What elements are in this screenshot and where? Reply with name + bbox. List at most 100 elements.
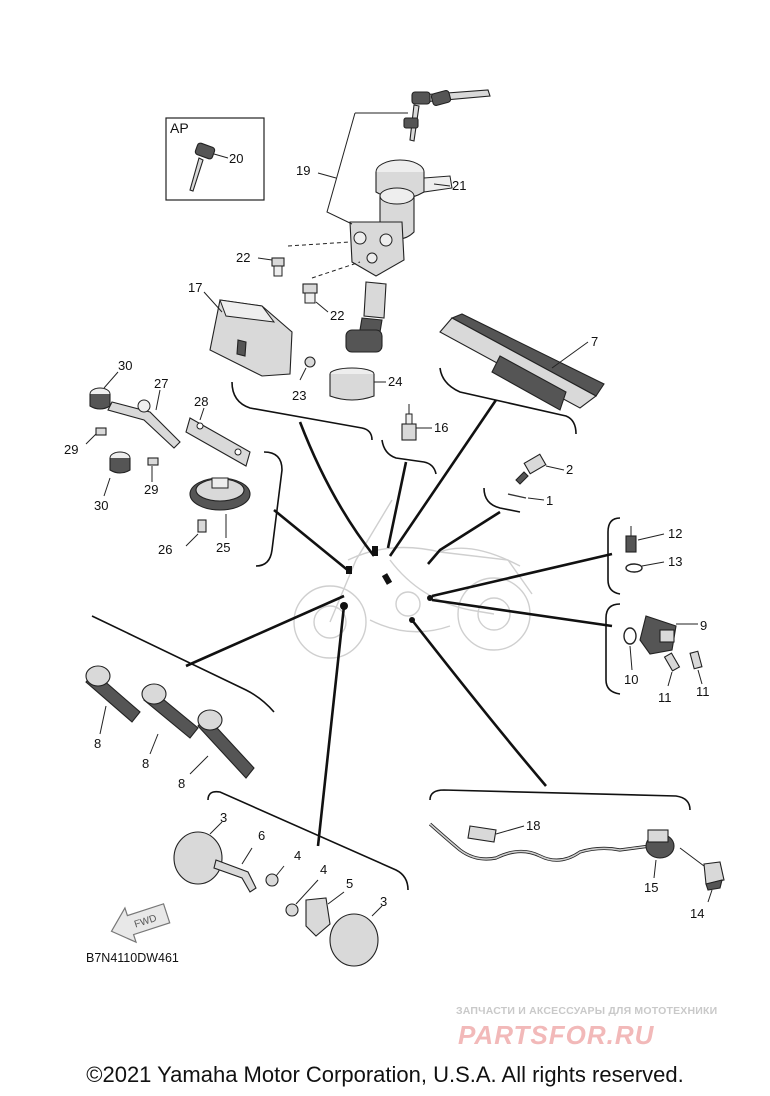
callout-30b: 30 — [94, 498, 108, 513]
bracket-group-16 — [381, 439, 437, 475]
callout-22a: 22 — [236, 250, 250, 265]
callout-25: 25 — [216, 540, 230, 555]
sensor-12-icon — [625, 526, 637, 553]
o-ring-10-icon — [623, 627, 637, 645]
main-switch-assembly: 19 21 22 22 — [236, 89, 491, 353]
reflector-3a-icon — [173, 831, 223, 885]
bolt-22a-icon — [271, 257, 285, 277]
callout-23: 23 — [292, 388, 306, 403]
rubber-30a-icon — [89, 387, 111, 410]
watermark-logo: PARTSFOR.RU — [458, 1020, 655, 1050]
callout-13: 13 — [668, 554, 682, 569]
clamp-18-icon — [467, 825, 497, 843]
bracket-group-9-11 — [605, 603, 621, 695]
screw-23-icon — [304, 356, 316, 368]
callout-8c: 8 — [178, 776, 185, 791]
clip-1-icon — [507, 493, 527, 499]
switch-15-icon — [645, 829, 675, 859]
switch-body-icon — [345, 281, 387, 353]
bolt-26-icon — [197, 519, 207, 533]
bracket-27-icon — [107, 399, 181, 449]
gasket-13-icon — [625, 563, 643, 573]
callout-10: 10 — [624, 672, 638, 687]
callout-16: 16 — [434, 420, 448, 435]
stay-28-icon — [185, 417, 251, 467]
bracket-group-switch — [231, 381, 373, 441]
location-marks — [340, 546, 433, 623]
ap-inset: AP 20 — [165, 117, 265, 201]
handlebar-switch-8a-icon — [85, 665, 141, 723]
callout-30a: 30 — [118, 358, 132, 373]
callout-26: 26 — [158, 542, 172, 557]
sensor-2-icon — [515, 453, 547, 485]
bolt-29b-icon — [147, 457, 159, 466]
callout-27: 27 — [154, 376, 168, 391]
callout-6: 6 — [258, 828, 265, 843]
sensor-16-icon — [401, 404, 417, 441]
bracket-group-meter — [439, 367, 577, 435]
callout-14: 14 — [690, 906, 704, 921]
sensor-9-icon — [639, 615, 677, 655]
callout-8b: 8 — [142, 756, 149, 771]
handlebar-switch-8b-icon — [141, 683, 199, 739]
nut-4b-icon — [285, 903, 299, 917]
bolt-11a-icon — [663, 652, 681, 672]
rubber-30b-icon — [109, 451, 131, 474]
callout-15: 15 — [644, 880, 658, 895]
callout-28: 28 — [194, 394, 208, 409]
callout-2: 2 — [566, 462, 573, 477]
callout-12: 12 — [668, 526, 682, 541]
ap-label: AP — [170, 120, 189, 136]
bolt-29a-icon — [95, 427, 107, 436]
bracket-group-12-13 — [607, 517, 621, 595]
callout-29b: 29 — [144, 482, 158, 497]
pointer-lines — [185, 399, 613, 847]
watermark-tagline: ЗАПЧАСТИ И АКСЕССУАРЫ ДЛЯ МОТОТЕХНИКИ — [456, 1005, 717, 1017]
callout-21: 21 — [452, 178, 466, 193]
diagram-code: B7N4110DW461 — [86, 951, 179, 965]
bracket-group-14-18 — [429, 789, 691, 811]
callout-11b: 11 — [696, 684, 710, 699]
callout-22b: 22 — [330, 308, 344, 323]
nut-4a-icon — [265, 873, 279, 887]
bolt-11b-icon — [689, 650, 703, 670]
callout-4b: 4 — [320, 862, 327, 877]
fwd-arrow-icon: FWD — [110, 903, 171, 944]
lock-cylinder-icon — [349, 159, 453, 277]
horn-assembly: 30 27 28 29 29 30 — [64, 358, 251, 557]
handlebar-switch-8c-icon — [197, 709, 255, 779]
bracket-group-3-6 — [207, 790, 409, 891]
meter-7-icon — [439, 313, 605, 411]
bracket-group-horn — [255, 451, 283, 567]
bracket-5-icon — [305, 897, 331, 937]
callout-19: 19 — [296, 163, 310, 178]
motorcycle-outline — [293, 499, 533, 659]
callout-7: 7 — [591, 334, 598, 349]
callout-5: 5 — [346, 876, 353, 891]
horn-25-icon — [189, 477, 251, 511]
bracket-17-icon — [209, 299, 293, 377]
sensor-14-icon — [703, 861, 725, 891]
collar-24-icon — [329, 367, 375, 401]
callout-4a: 4 — [294, 848, 301, 863]
copyright-notice: ©2021 Yamaha Motor Corporation, U.S.A. A… — [86, 1062, 684, 1087]
callout-3a: 3 — [220, 810, 227, 825]
callout-20: 20 — [229, 151, 243, 166]
callout-29a: 29 — [64, 442, 78, 457]
bracket-group-8 — [91, 615, 275, 713]
callout-3b: 3 — [380, 894, 387, 909]
bolt-22b-icon — [302, 283, 318, 304]
keys-icon — [403, 89, 491, 142]
bracket-6-icon — [213, 859, 257, 893]
key-20-icon — [189, 142, 216, 192]
callout-17: 17 — [188, 280, 202, 295]
callout-18: 18 — [526, 818, 540, 833]
callout-11a: 11 — [658, 690, 672, 705]
callout-1: 1 — [546, 493, 553, 508]
reflector-3b-icon — [329, 913, 379, 967]
lead-wire-icon — [428, 822, 651, 862]
bracket-group-1-2 — [483, 487, 521, 513]
callout-9: 9 — [700, 618, 707, 633]
callout-8a: 8 — [94, 736, 101, 751]
